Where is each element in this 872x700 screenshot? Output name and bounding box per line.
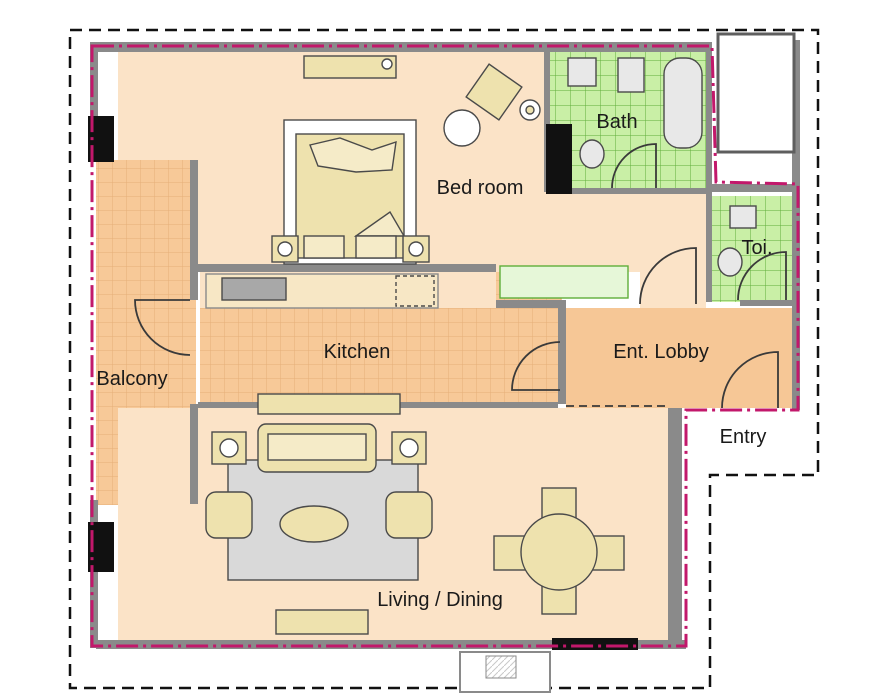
armchair-right (385, 491, 433, 539)
wall-left-upper (90, 42, 98, 160)
shaft-top-right (716, 32, 796, 154)
round-side-table (443, 109, 481, 147)
washbasin (567, 57, 597, 87)
nightstand-right-lamp-icon (408, 241, 424, 257)
wall-toilet-top (712, 184, 798, 192)
outer-dashed-outline (68, 28, 820, 690)
label-kitchen: Kitchen (324, 341, 391, 363)
toilet-bowl-toi (717, 247, 743, 277)
wall-right-living (668, 408, 682, 648)
bed-pillow-left (303, 235, 345, 259)
wall-top (96, 42, 712, 52)
label-bath: Bath (596, 111, 637, 133)
wall-bath-left (544, 52, 550, 192)
floor-lamp-inner-icon (525, 105, 535, 115)
door-kitchen (511, 341, 561, 391)
wall-balcony-inner-lower (190, 404, 198, 504)
wall-bath-bottom (570, 188, 710, 194)
armchair-left (205, 491, 253, 539)
dining-table (520, 513, 598, 591)
nightstand-left (271, 235, 299, 263)
column-bottom (552, 638, 638, 650)
media-console-bottom (275, 609, 369, 635)
wardrobe (499, 265, 629, 299)
room-labels: Bed room Bath Toi. Kitchen Ent. Lobby Ba… (96, 111, 772, 611)
column-bath (546, 124, 572, 194)
bedroom-console (303, 55, 397, 79)
doors (134, 143, 787, 409)
label-toilet: Toi. (741, 237, 772, 259)
label-living: Living / Dining (377, 589, 503, 611)
wall-balcony-inner (190, 160, 198, 300)
wall-lobby-left (558, 308, 566, 404)
coffee-table (279, 505, 349, 543)
side-lamp-right-icon (399, 438, 419, 458)
furniture (205, 55, 757, 635)
wall-toilet-bottom (740, 300, 796, 306)
toilet-bowl-bath (579, 139, 605, 169)
bed-sheet (309, 137, 397, 173)
kitchen-fridge (395, 275, 435, 307)
door-balcony (134, 299, 191, 356)
wall-bath-right (706, 52, 712, 302)
label-entry: Entry (720, 426, 767, 448)
toilet-tank-toi (729, 205, 757, 229)
wall-bedroom-kitchen (196, 264, 496, 272)
console-lamp-icon (381, 58, 393, 70)
bed-pillow-right (355, 235, 397, 259)
bidet (617, 57, 645, 93)
sofa-cushions (267, 433, 367, 461)
door-entry (721, 351, 779, 409)
unit-boundary-line (90, 44, 800, 648)
nightstand-left-lamp-icon (277, 241, 293, 257)
door-bath (611, 143, 657, 189)
label-lobby: Ent. Lobby (613, 341, 709, 363)
living-floor-left (118, 505, 200, 640)
kitchen-hob (221, 277, 287, 301)
bathtub (663, 57, 703, 149)
door-bedroom (639, 247, 697, 305)
door-toilet (737, 251, 787, 301)
tv-unit (257, 393, 401, 415)
bedroom-lobby-floor (640, 240, 706, 308)
label-bedroom: Bed room (437, 177, 524, 199)
wall-right-upper (792, 40, 800, 410)
wall-left-lower (90, 500, 98, 648)
side-lamp-left-icon (219, 438, 239, 458)
shaft-bottom-hatch (485, 655, 517, 679)
armchair-bedroom (465, 63, 523, 121)
label-balcony: Balcony (96, 368, 167, 390)
wall-kitchen-lobby (496, 300, 566, 308)
